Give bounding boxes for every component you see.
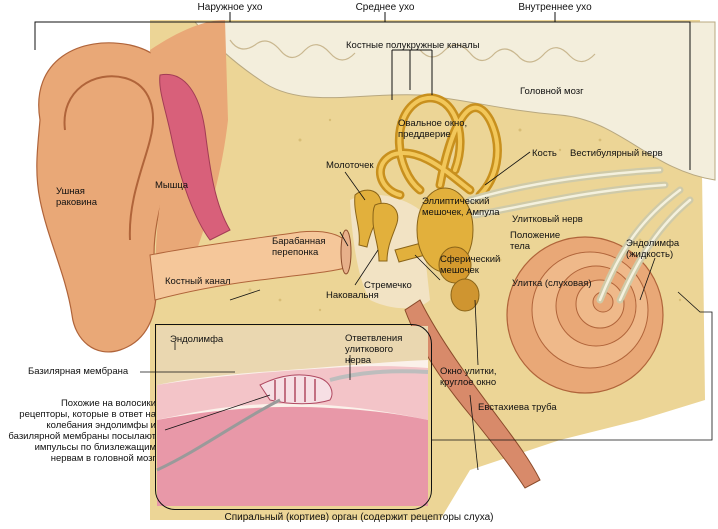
label-round-window: Окно улитки, круглое окно [440, 366, 497, 388]
label-auricle: Ушная раковина [56, 186, 97, 208]
label-malleus: Молоточек [326, 160, 374, 171]
round-window [450, 278, 480, 312]
eustachian-tube [404, 299, 541, 489]
label-vestibular-nerve: Вестибулярный нерв [570, 148, 663, 159]
bone-texture [248, 118, 682, 312]
saccule-sac [438, 246, 472, 284]
spiral-organ-inset-frame [155, 324, 432, 510]
auricle-inner-fold [63, 75, 154, 241]
label-stapes: Стремечко [364, 280, 412, 291]
label-saccule: Сферический мешочек [440, 254, 501, 276]
label-bone: Кость [532, 148, 557, 159]
organ-of-corti-inset-drawing [156, 326, 429, 506]
header-middle-ear: Среднее ухо [355, 2, 415, 13]
label-receptors-note: Похожие на волосики рецепторы, которые в… [8, 398, 156, 464]
label-cochlear-branches: Ответвления улиткового нерва [345, 333, 403, 366]
label-endolymph: Эндолимфа [170, 334, 224, 345]
caption-spiral-organ: Спиральный (кортиев) орган (содержит рец… [224, 512, 494, 523]
semicircular-canals-highlight [378, 96, 500, 197]
nerve-highlights [468, 168, 692, 302]
section-brackets [34, 12, 691, 170]
label-incus: Наковальня [326, 290, 379, 301]
label-basilar-membrane: Базилярная мембрана [28, 366, 129, 377]
label-cochlea: Улитка (слуховая) [512, 278, 592, 289]
label-semicircular-canals: Костные полукружные каналы [346, 40, 480, 51]
label-eustachian-tube: Евстахиева труба [478, 402, 557, 413]
header-outer-ear: Наружное ухо [197, 2, 263, 13]
label-elliptic-sac: Эллиптический мешочек, Ампула [422, 196, 500, 218]
header-inner-ear: Внутреннее ухо [518, 2, 592, 13]
muscle-tissue [159, 73, 231, 241]
label-endolymph-fluid: Эндолимфа (жидкость) [626, 238, 680, 260]
label-muscle: Мышца [155, 180, 189, 191]
cochlea-spiral [506, 236, 664, 394]
label-brain: Головной мозг [520, 86, 584, 97]
eardrum-membrane [340, 229, 352, 275]
leader-lines [229, 151, 713, 471]
label-body-position: Положение тела [510, 230, 561, 252]
label-bony-canal: Костный канал [165, 276, 231, 287]
label-oval-window: Овальное окно, преддверие [398, 118, 468, 140]
incus-bone [372, 202, 399, 262]
label-eardrum: Барабанная перепонка [272, 236, 326, 258]
label-cochlear-nerve: Улитковый нерв [512, 214, 583, 225]
brain-folds [229, 39, 596, 63]
